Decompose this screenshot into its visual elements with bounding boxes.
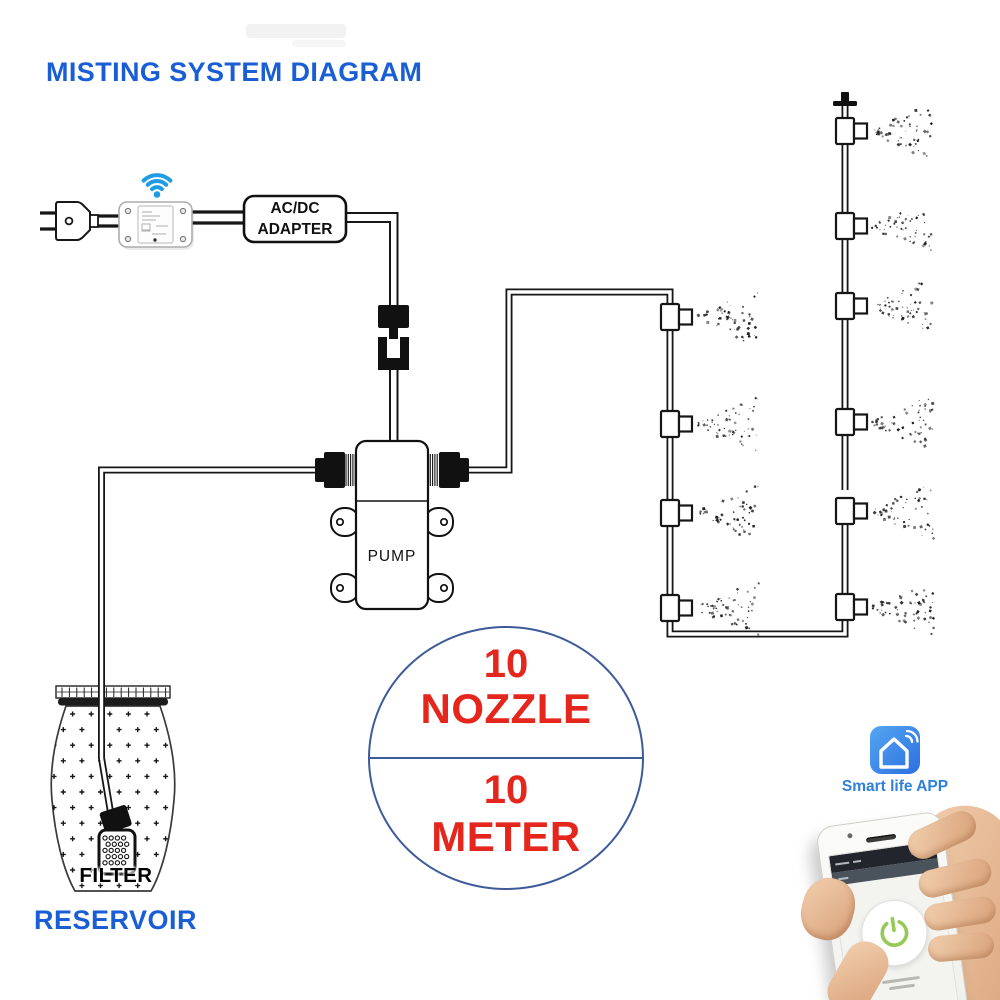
meter-count-label: METER bbox=[431, 813, 581, 860]
phone-in-hand-photo bbox=[778, 792, 1000, 1000]
meter-count: 10 bbox=[483, 768, 529, 812]
adapter-box bbox=[242, 194, 348, 244]
mist-spray bbox=[696, 292, 759, 342]
capacity-badge: 10 NOZZLE 10 METER bbox=[368, 626, 644, 890]
mist-nozzle bbox=[834, 282, 934, 330]
reservoir-lid bbox=[55, 685, 171, 706]
pump-label: PUMP bbox=[367, 548, 417, 565]
phone-screen bbox=[827, 840, 962, 1000]
mist-spray bbox=[698, 485, 759, 536]
smart-switch bbox=[118, 201, 194, 250]
mist-nozzle bbox=[659, 292, 759, 342]
dc-connector bbox=[378, 305, 409, 370]
power-cord bbox=[40, 201, 399, 441]
mist-spray bbox=[871, 398, 935, 448]
wifi-icon bbox=[141, 173, 173, 198]
mist-nozzle bbox=[834, 398, 935, 448]
adapter-label: AC/DC ADAPTER bbox=[244, 197, 346, 242]
badge-divider bbox=[368, 757, 644, 759]
print-artifact bbox=[292, 40, 346, 47]
mist-spray bbox=[877, 282, 934, 330]
filter-label: FILTER bbox=[79, 864, 153, 887]
adapter-label-line2: ADAPTER bbox=[257, 220, 333, 238]
reservoir-label: RESERVOIR bbox=[34, 905, 198, 935]
wifi-waves-icon bbox=[904, 729, 919, 744]
mist-spray bbox=[700, 582, 760, 636]
mist-spray bbox=[697, 396, 758, 451]
print-artifact bbox=[246, 24, 346, 38]
tube-end-cap bbox=[833, 92, 857, 106]
nozzle-grid bbox=[659, 92, 936, 636]
smart-life-app-icon bbox=[870, 726, 920, 774]
app-power-button bbox=[856, 895, 932, 971]
smartphone bbox=[815, 810, 971, 1000]
page-title: MISTING SYSTEM DIAGRAM bbox=[46, 57, 423, 87]
pump-fittings bbox=[315, 452, 469, 488]
mist-nozzle bbox=[659, 396, 758, 451]
mist-spray bbox=[871, 588, 936, 635]
mist-nozzle bbox=[834, 486, 936, 541]
adapter-label-line1: AC/DC bbox=[270, 200, 320, 218]
nozzle-count-label: NOZZLE bbox=[420, 685, 592, 732]
nozzle-count: 10 bbox=[483, 642, 529, 686]
switch-button bbox=[153, 238, 157, 242]
mist-nozzle bbox=[659, 485, 759, 536]
mist-spray bbox=[874, 108, 933, 158]
mist-spray bbox=[870, 211, 933, 252]
mist-nozzle bbox=[659, 582, 760, 636]
mist-nozzle bbox=[834, 211, 933, 252]
mist-nozzle bbox=[834, 588, 936, 635]
power-icon bbox=[879, 916, 908, 947]
hose-springs bbox=[345, 454, 438, 486]
smart-life-app-label: Smart life APP bbox=[841, 778, 949, 795]
mist-spray bbox=[872, 486, 936, 541]
phone-camera bbox=[847, 832, 853, 839]
filter bbox=[97, 805, 137, 876]
phone-earpiece bbox=[865, 833, 896, 844]
mist-nozzle bbox=[834, 108, 933, 158]
pump bbox=[315, 439, 469, 611]
